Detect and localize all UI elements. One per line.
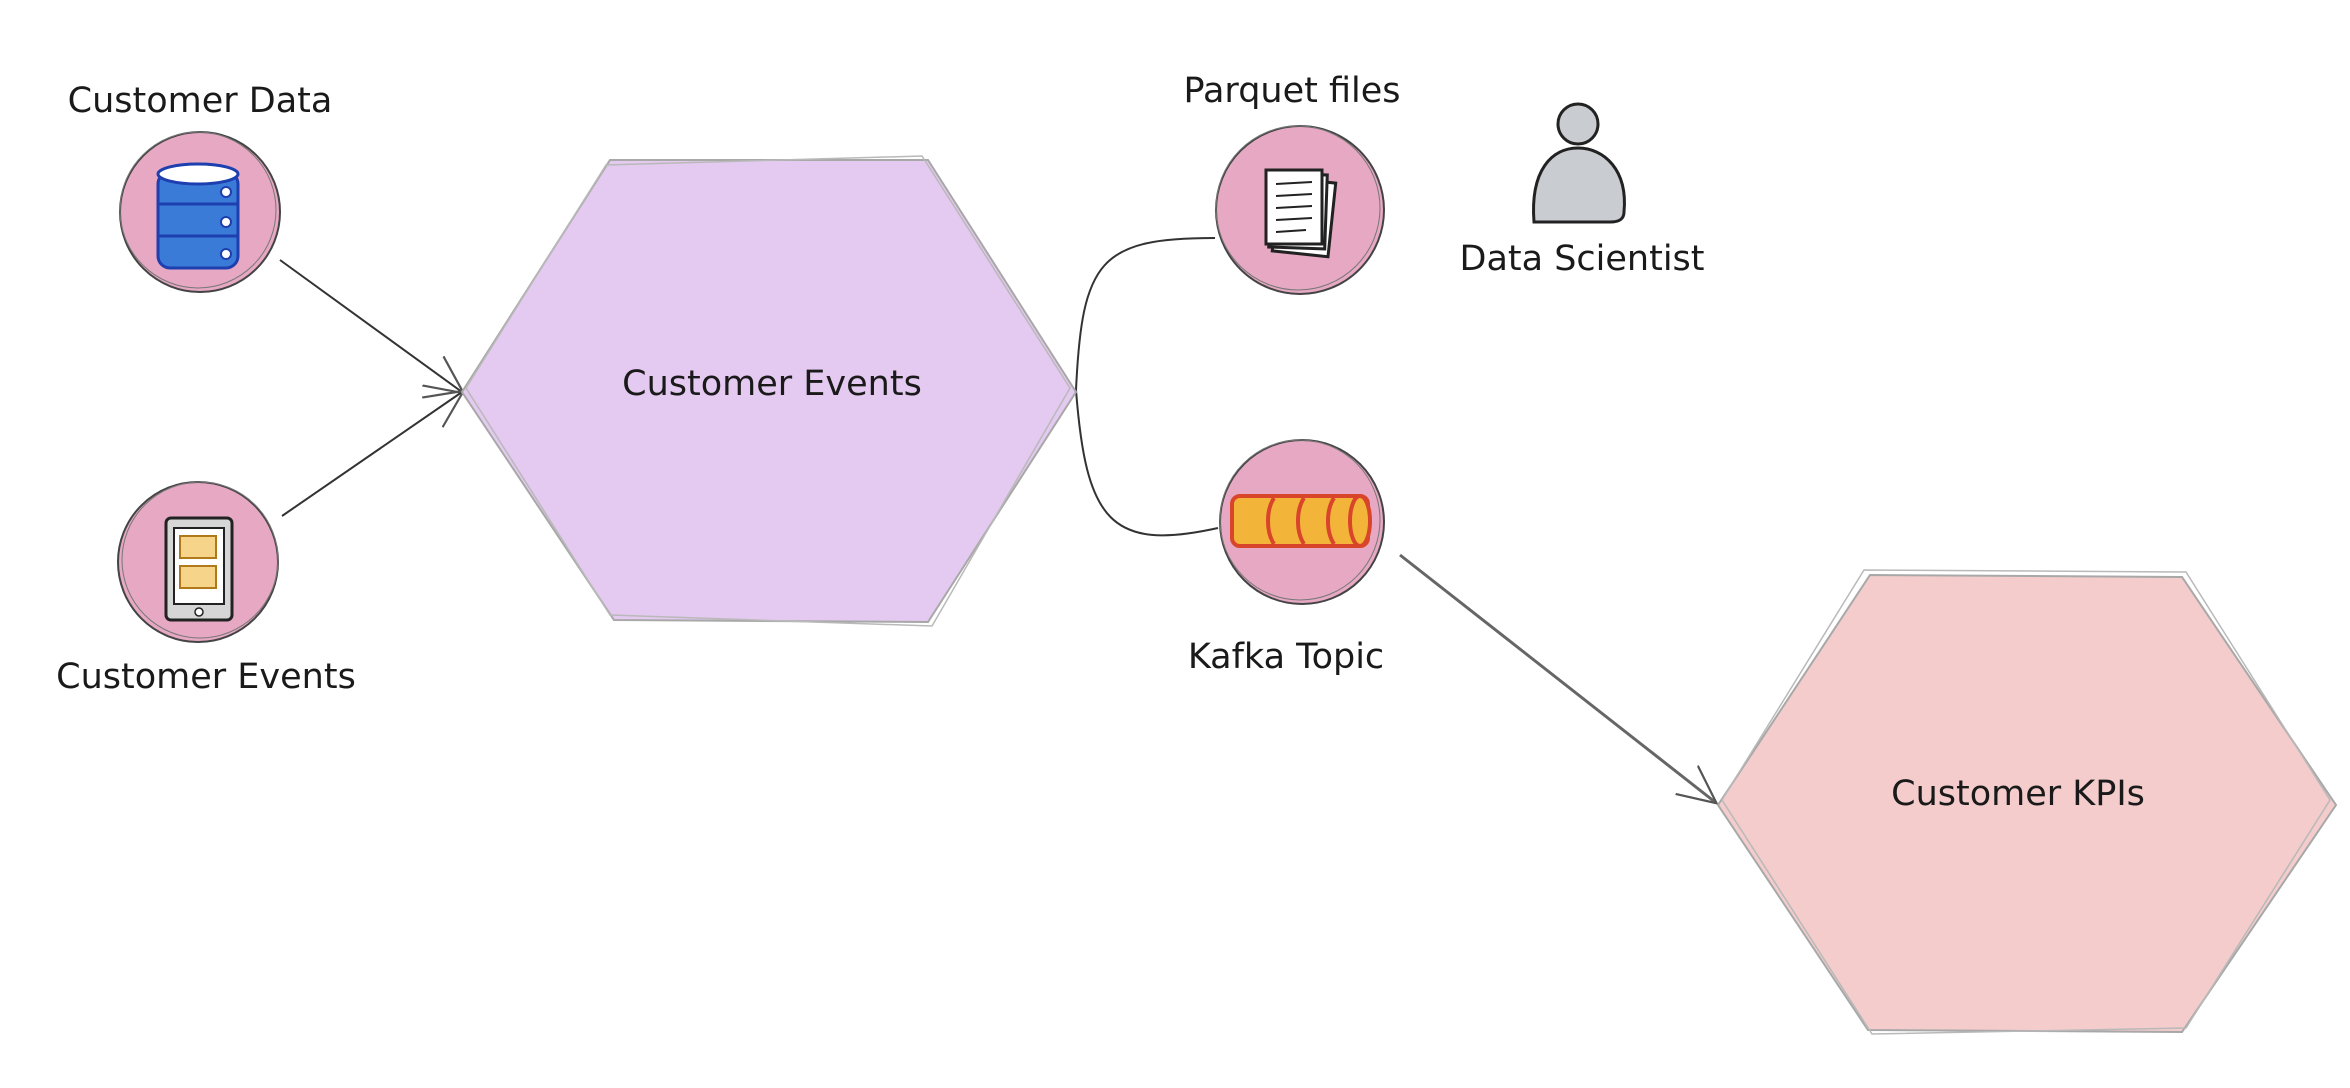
hexagon-customer-kpis[interactable]: Customer KPIs — [1716, 569, 2338, 1035]
line-events-to-kafka[interactable] — [1075, 389, 1219, 537]
hexagon-customer-kpis-sketch — [1721, 569, 2331, 1035]
node-kafka-topic-label: Kafka Topic — [1188, 637, 1384, 677]
node-kafka-topic[interactable]: Kafka Topic — [1188, 439, 1385, 677]
line-events-to-parquet[interactable] — [1075, 237, 1216, 391]
node-data-scientist[interactable]: Data Scientist — [1460, 102, 1705, 279]
node-parquet-files[interactable]: Parquet files — [1183, 71, 1401, 295]
node-parquet-files-label: Parquet files — [1183, 71, 1400, 111]
node-kafka-topic-circle-sketch — [1219, 439, 1381, 601]
mobile-app-icon — [164, 516, 234, 622]
arrow-customer-events-source-to-events[interactable] — [281, 392, 462, 517]
database-icon — [156, 162, 240, 270]
node-parquet-files-circle-sketch — [1215, 125, 1381, 291]
node-customer-data-circle-sketch — [119, 131, 277, 289]
node-customer-data-label: Customer Data — [68, 81, 333, 121]
hexagon-customer-kpis-label: Customer KPIs — [1891, 774, 2145, 814]
hexagon-customer-kpis-shape — [1716, 573, 2338, 1034]
hexagon-customer-events-shape — [460, 159, 1078, 624]
hexagon-customer-events[interactable]: Customer Events — [460, 155, 1078, 627]
hexagon-customer-events-label: Customer Events — [622, 364, 922, 404]
arrow-customer-data-to-events[interactable] — [279, 259, 462, 392]
node-customer-events-source-label: Customer Events — [56, 657, 356, 697]
node-data-scientist-label: Data Scientist — [1460, 239, 1705, 279]
documents-icon — [1264, 168, 1338, 259]
person-icon — [1532, 102, 1626, 224]
hexagon-customer-events-sketch — [465, 155, 1071, 627]
arrow-kafka-to-kpis[interactable] — [1399, 553, 1715, 802]
node-customer-events-source-circle-sketch — [121, 481, 279, 639]
pipe-icon — [1230, 494, 1372, 548]
node-customer-events-source[interactable]: Customer Events — [56, 481, 356, 697]
connectors — [279, 237, 1715, 802]
node-customer-data[interactable]: Customer Data — [68, 81, 333, 293]
